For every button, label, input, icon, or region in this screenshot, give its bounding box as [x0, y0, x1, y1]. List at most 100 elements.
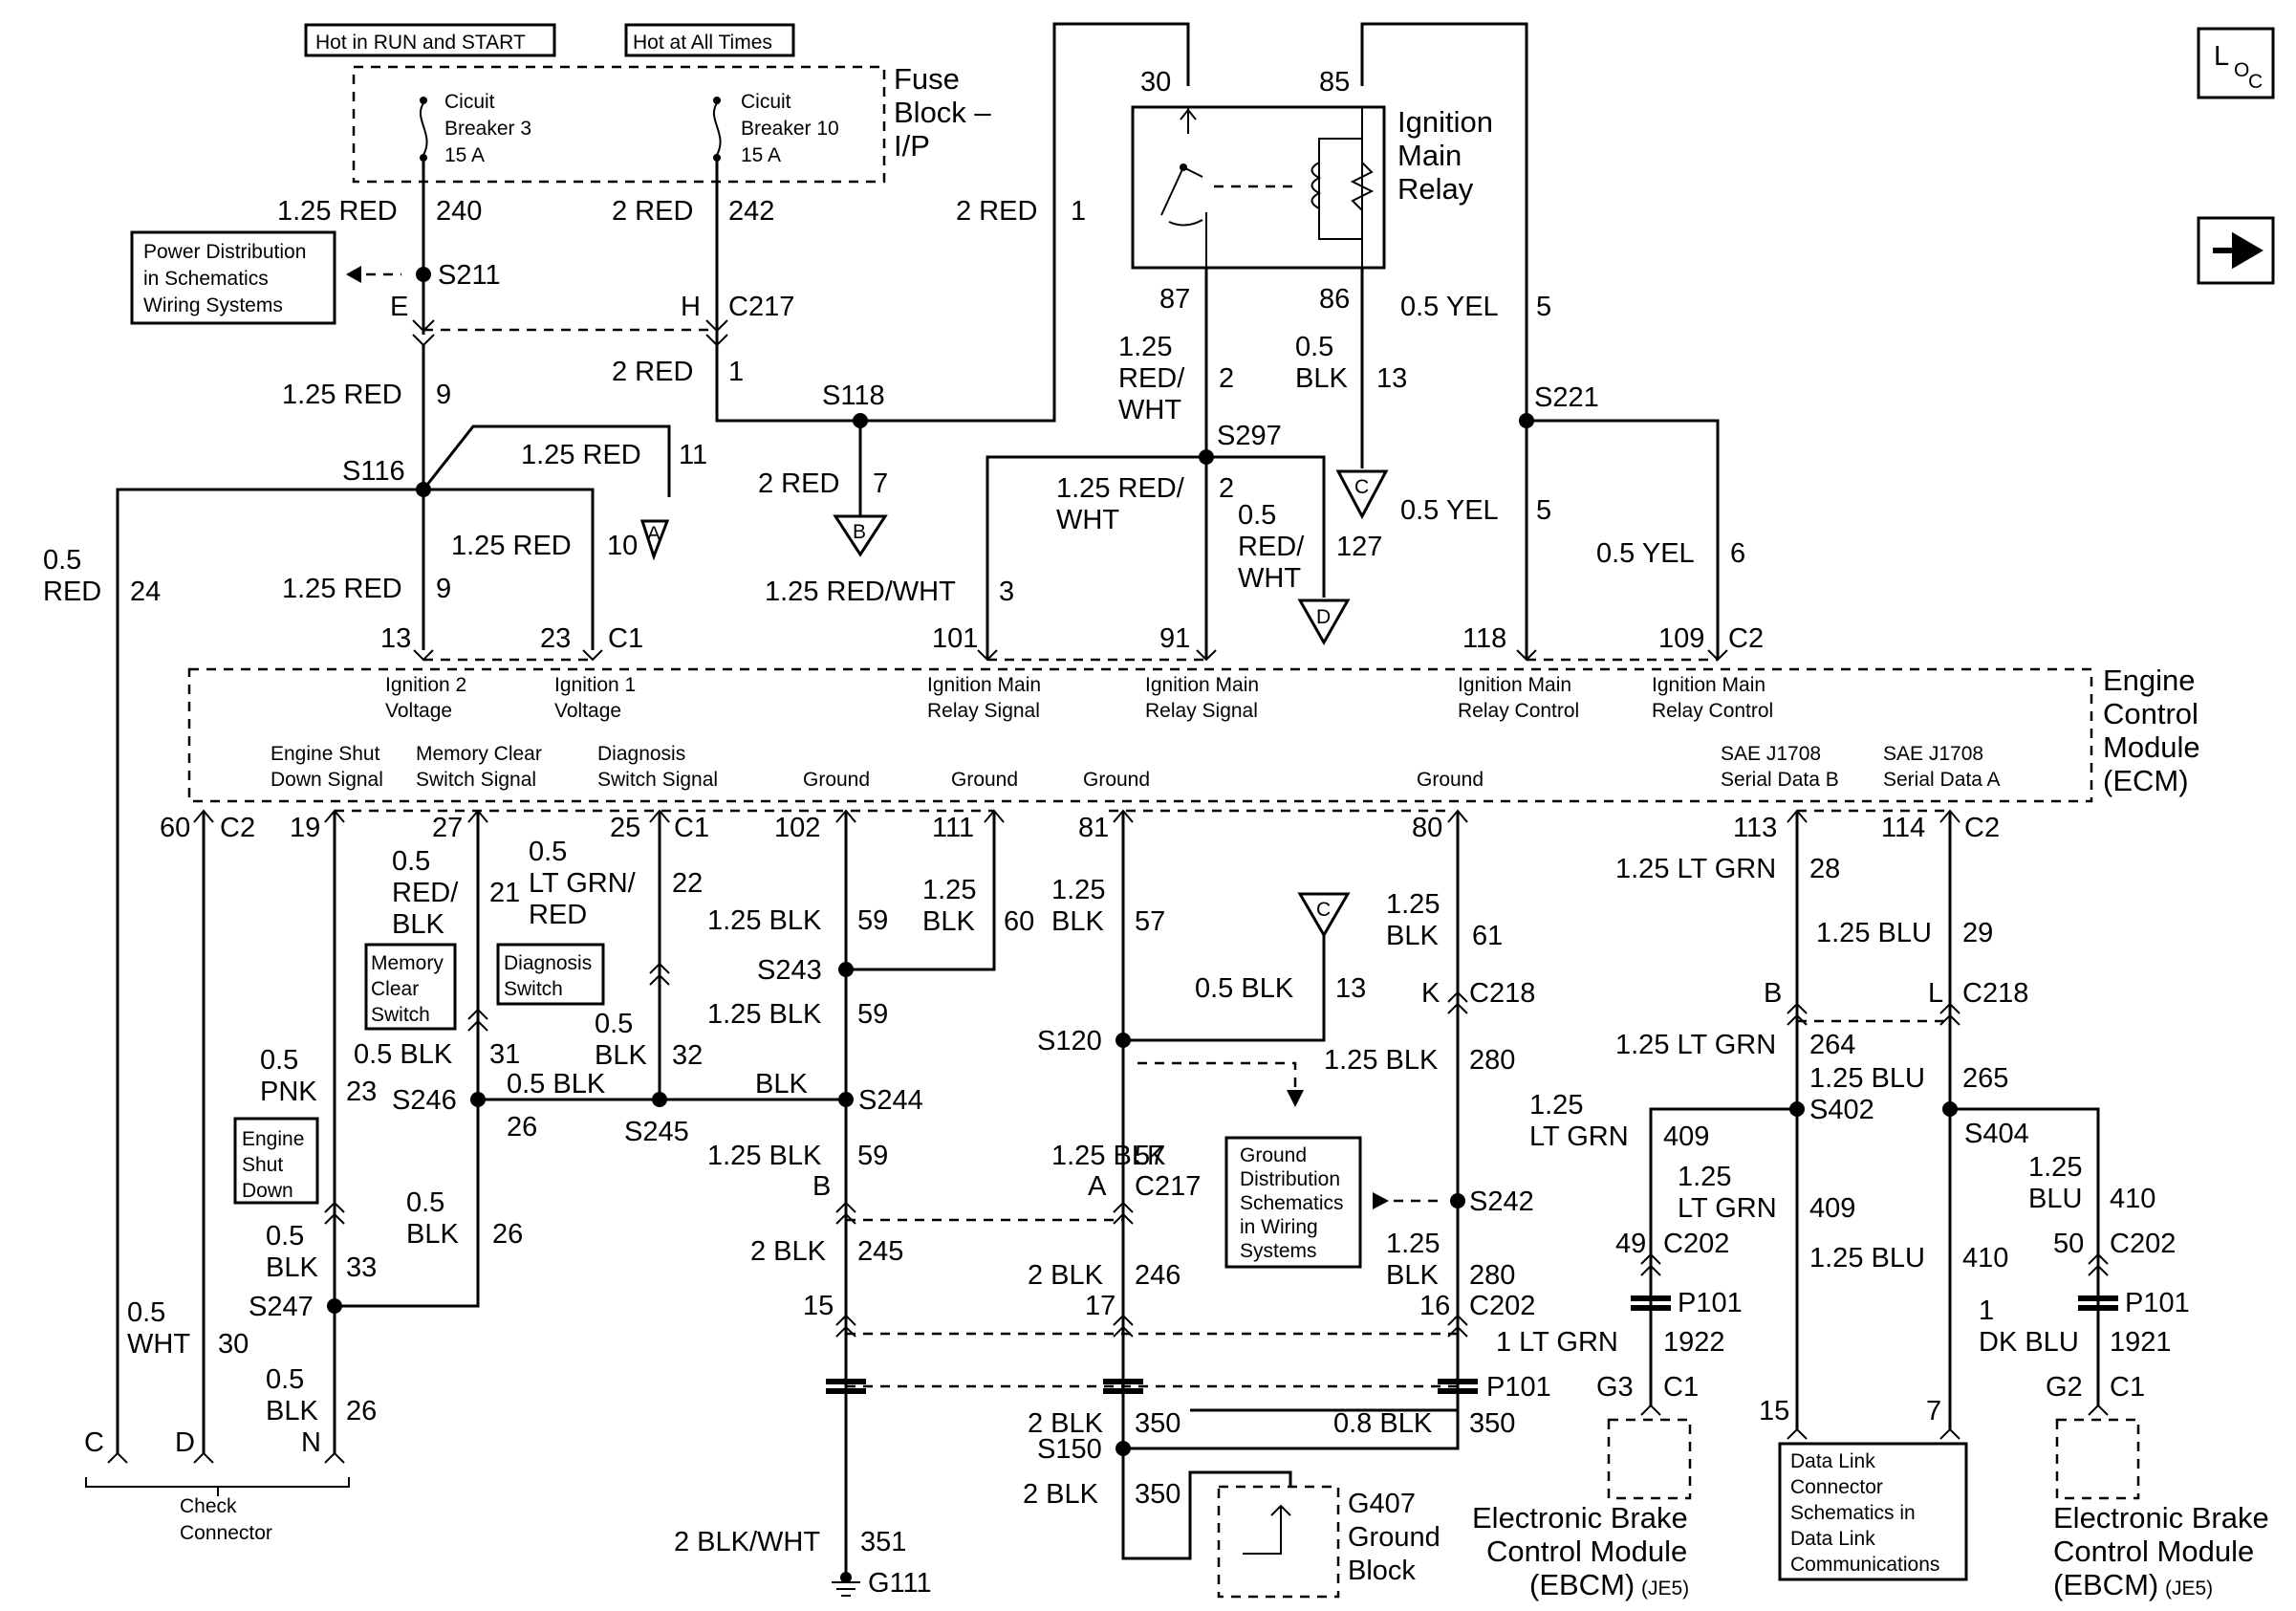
splice-s297-label: S297: [1217, 421, 1282, 451]
power-distribution-ref-box: [130, 230, 336, 325]
ecm-pin-23: 23: [540, 623, 571, 654]
ecm-title-1: Engine: [2103, 664, 2196, 697]
wire-264-num: 264: [1809, 1030, 1855, 1060]
sig-ign2-1: Ignition 2: [385, 674, 466, 696]
g407-label-3: Block: [1348, 1556, 1416, 1586]
wire-1-relay-num: 1: [1071, 196, 1086, 227]
splice-s243-label: S243: [757, 955, 822, 986]
c217-bot-name: C217: [1135, 1171, 1201, 1202]
wire-410a-num: 410: [2110, 1184, 2155, 1214]
wire-61-size: 1.25: [1386, 889, 1440, 920]
hot-run-start-label: Hot in RUN and START: [315, 32, 526, 54]
wire-240-size: 1.25 RED: [277, 196, 398, 227]
cb10-line2: Breaker 10: [741, 118, 839, 140]
wire-5b-num: 5: [1536, 495, 1551, 526]
wire-6: [1527, 419, 1720, 660]
g407-internal-icon: [1243, 1504, 1291, 1555]
dlc-line3: Schematics in: [1790, 1502, 1916, 1524]
wire-1921-num: 1921: [2110, 1327, 2172, 1358]
splice-s118-label: S118: [822, 381, 885, 411]
dlc-terminal-icons: [1787, 1427, 1960, 1440]
wire-26h-num: 26: [507, 1112, 537, 1143]
wire-127-num: 127: [1336, 532, 1382, 562]
wire-351-size: 2 BLK/WHT: [674, 1527, 820, 1557]
wire-410b-size: 1.25 BLU: [1809, 1243, 1925, 1274]
p101-ebcm1-label: P101: [1678, 1288, 1743, 1318]
relay-title-1: Ignition: [1397, 105, 1493, 139]
ebcm2-box: [2055, 1418, 2140, 1500]
wire-23-size: 0.5: [260, 1045, 298, 1076]
wire-blk-label: BLK: [755, 1069, 808, 1099]
wire-33-color: BLK: [266, 1252, 318, 1283]
ground-a-icon: [639, 519, 670, 561]
wire-11-num: 11: [679, 440, 707, 470]
c202-ebcm2-connector-icon: [2088, 1252, 2109, 1276]
wire-10-23: [423, 488, 595, 650]
wire-3: [986, 455, 1206, 660]
cb10-line3: 15 A: [741, 144, 781, 166]
wire-242: [715, 158, 860, 423]
relay-pin-87: 87: [1159, 284, 1190, 315]
ebcm1-line2: Control Module: [1486, 1535, 1687, 1568]
wire-350b-num: 350: [1469, 1408, 1515, 1439]
relay-pin-30: 30: [1140, 67, 1171, 98]
c202-ebcm2-pin: 50: [2053, 1229, 2084, 1259]
wire-60: [846, 811, 996, 971]
next-page-arrow-icon[interactable]: [2197, 216, 2275, 285]
memory-clear-1: Memory: [371, 952, 444, 974]
wire-26n-color: BLK: [266, 1396, 318, 1426]
wire-409b-color: LT GRN: [1678, 1193, 1777, 1224]
ebcm1-terminal-icon: [1640, 1404, 1661, 1416]
wire-246-size: 2 BLK: [1028, 1260, 1104, 1291]
ground-dist-5: Systems: [1240, 1240, 1317, 1262]
circuit-breaker-10-icon: [712, 97, 722, 162]
ecm-pin-60: 60: [160, 813, 190, 843]
sig-ctl-1a: Ignition Main: [1458, 674, 1571, 696]
wire-26v-size: 0.5: [406, 1187, 444, 1218]
wire-30-color: WHT: [127, 1329, 190, 1360]
wire-246-num: 246: [1135, 1260, 1180, 1291]
wire-6-num: 6: [1730, 538, 1745, 569]
hot-all-times-box: [624, 23, 795, 57]
sig-serial-a-2: Serial Data A: [1883, 769, 2001, 791]
cb3-line1: Cicuit: [444, 91, 495, 113]
sig-memclear-2: Switch Signal: [416, 769, 536, 791]
fuse-block-title-1: Fuse: [894, 62, 960, 96]
ground-g111-label: G111: [868, 1568, 932, 1599]
wire-26n-size: 0.5: [266, 1364, 304, 1395]
ground-c-top-label: C: [1354, 476, 1369, 498]
wire-350a-num: 350: [1135, 1408, 1180, 1439]
ecm-c1-top: C1: [608, 623, 643, 654]
ecm-pin-118: 118: [1462, 623, 1506, 654]
sig-serial-b-2: Serial Data B: [1721, 769, 1839, 791]
wire-5b-size: 0.5 YEL: [1400, 495, 1499, 526]
ecm-top-pin-terminals: [413, 649, 1728, 662]
fuse-block-outline: [352, 65, 886, 184]
ecm-pin-111: 111: [932, 813, 974, 843]
dlc-pin-15: 15: [1759, 1396, 1789, 1426]
sig-serial-a-1: SAE J1708: [1883, 743, 1983, 765]
wire-280b-size: 1.25: [1386, 1229, 1440, 1259]
wire-11-size: 1.25 RED: [521, 440, 641, 470]
wire-57b-num: 57: [1135, 1141, 1165, 1171]
c218-k-connector-icon: [1447, 991, 1468, 1014]
wire-6-size: 0.5 YEL: [1596, 538, 1695, 569]
wire-61-color: BLK: [1386, 921, 1439, 951]
wire-57-color: BLK: [1051, 906, 1104, 937]
wire-24: [116, 488, 423, 1453]
ground-c-top-icon: [1335, 469, 1389, 520]
g407-label-1: G407: [1348, 1489, 1416, 1519]
wire-24-num: 24: [130, 577, 161, 607]
check-pin-n: N: [301, 1427, 321, 1458]
wire-265-size: 1.25 BLU: [1809, 1063, 1925, 1094]
wire-33-size: 0.5: [266, 1221, 304, 1252]
wire-57-num: 57: [1135, 906, 1165, 937]
g407-label-2: Ground: [1348, 1522, 1440, 1553]
wire-13b-num: 13: [1335, 973, 1366, 1004]
check-connector-2: Connector: [180, 1522, 272, 1544]
ground-d-icon: [1297, 599, 1351, 646]
ebcm2-line3: (EBCM): [2053, 1568, 2158, 1601]
dlc-line5: Communications: [1790, 1554, 1939, 1576]
power-dist-line3: Wiring Systems: [143, 294, 283, 316]
sig-ign1-1: Ignition 1: [554, 674, 636, 696]
